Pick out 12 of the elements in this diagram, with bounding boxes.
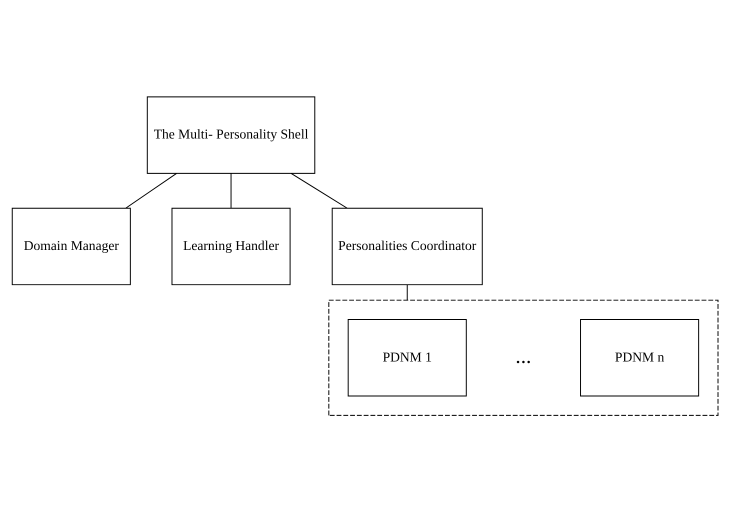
node-box: PDNM 1 [348,318,467,396]
connector [230,172,232,208]
connector [125,172,177,208]
connector [406,284,408,300]
cluster [328,299,718,416]
node-box: Personalities Coordinator [332,207,483,285]
node-box: Domain Manager [12,207,131,285]
node-box: PDNM n [580,318,700,396]
node-box: Learning Handler [172,207,291,285]
node-box: The Multi- Personality Shell [146,96,316,174]
label: ... [515,344,532,368]
connector [290,172,348,208]
